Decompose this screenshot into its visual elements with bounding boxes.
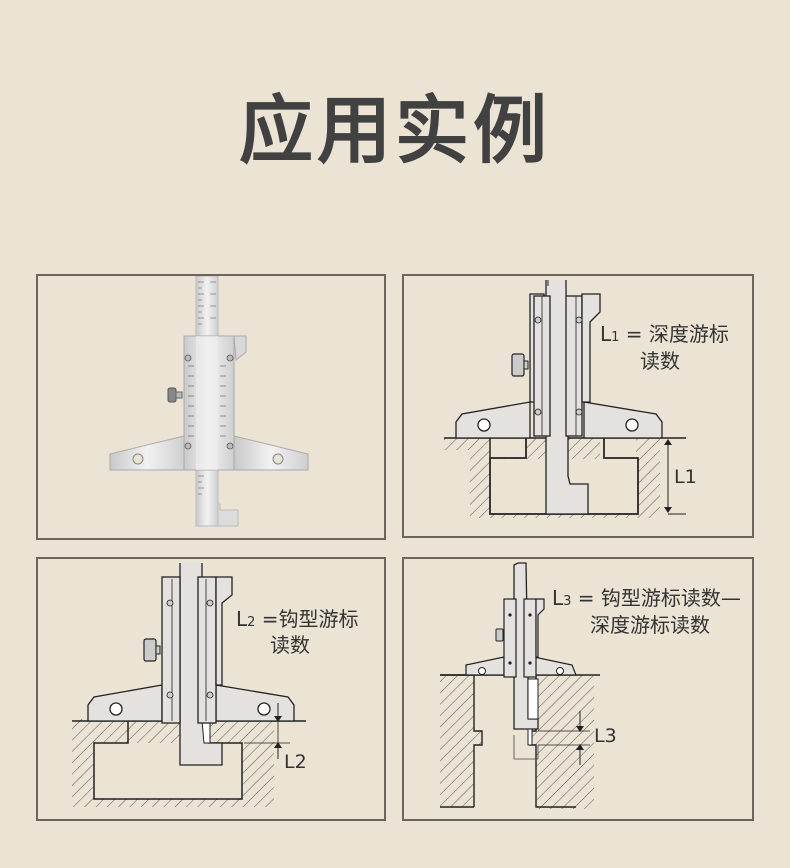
- formula-l2-line2: 读数: [270, 633, 310, 657]
- diagram-l3: [440, 562, 600, 809]
- dimension-label-l3: L3: [594, 725, 617, 747]
- screw-icon: [226, 354, 234, 362]
- dimension-label-l2: L2: [284, 751, 307, 773]
- diagram-l1: [444, 280, 686, 518]
- panel-caliper-photo: [36, 274, 386, 540]
- formula-l2: L2 =钩型游标: [236, 607, 359, 631]
- lock-screw: [495, 628, 504, 642]
- base-hole-right: [272, 453, 284, 465]
- caliper-base: [87, 684, 163, 722]
- panel-l2-hook: L2 =钩型游标 读数 L2: [36, 557, 386, 821]
- hook-end: [217, 503, 239, 527]
- lock-screw: [511, 353, 525, 377]
- base-hole-left: [132, 453, 144, 465]
- formula-l1: L1 = 深度游标: [600, 322, 729, 346]
- screw-icon: [226, 442, 234, 450]
- formula-l3: L3 = 钩型游标读数—: [552, 586, 741, 610]
- dimension-label-l1: L1: [674, 466, 697, 488]
- formula-l1-line2: 读数: [640, 349, 680, 373]
- page-title: 应用实例: [239, 88, 551, 174]
- panel-l3-difference: L3 = 钩型游标读数— 深度游标读数 L3: [402, 557, 754, 821]
- base-wing-right: [233, 435, 309, 471]
- base-wing-left: [109, 435, 185, 471]
- lock-screw: [167, 387, 177, 403]
- caliper-base: [455, 401, 531, 439]
- panel-l1-depth: L1 = 深度游标 读数 L1: [402, 274, 754, 538]
- ruler-ticks: [198, 281, 216, 495]
- diagram-l2: [72, 563, 306, 807]
- screw-icon: [184, 354, 192, 362]
- screw-icon: [184, 442, 192, 450]
- vernier-ticks: [188, 365, 226, 437]
- formula-l3-line2: 深度游标读数: [590, 613, 710, 637]
- lock-screw: [143, 638, 157, 662]
- depth-caliper-photo: [109, 276, 309, 527]
